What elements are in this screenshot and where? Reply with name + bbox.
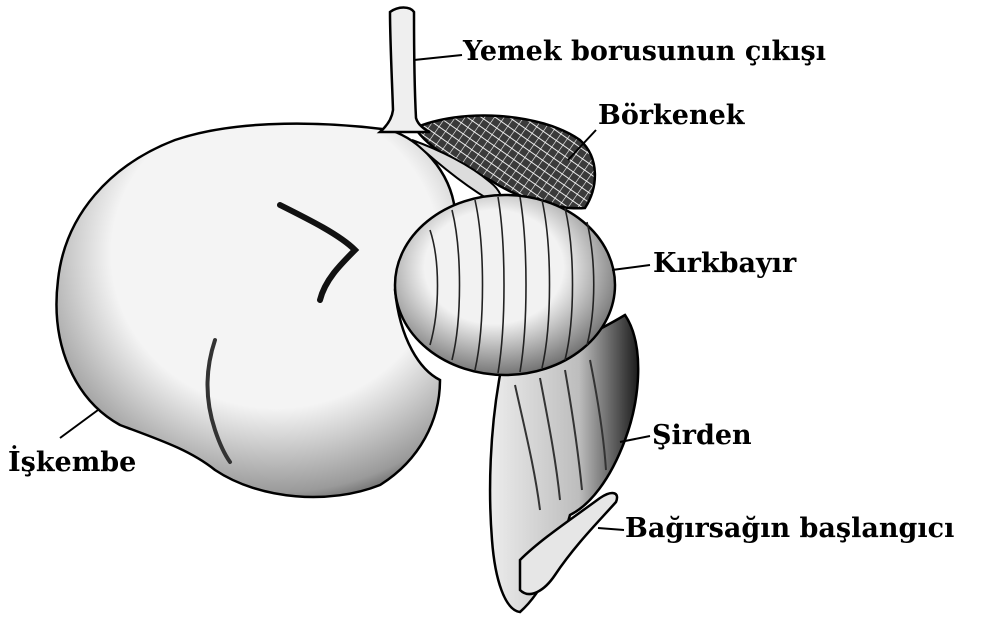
leader-esophagus xyxy=(414,55,462,60)
leader-rumen xyxy=(60,410,98,438)
omasum-label: Kırkbayır xyxy=(653,250,796,277)
intestine-start-label: Bağırsağın başlangıcı xyxy=(625,515,954,542)
rumen-label: İşkembe xyxy=(8,449,136,476)
leader-intestine xyxy=(598,528,624,530)
leader-omasum xyxy=(612,265,650,270)
esophagus-exit-label: Yemek borusunun çıkışı xyxy=(463,38,826,65)
abomasum-label: Şirden xyxy=(652,422,752,449)
reticulum-label: Börkenek xyxy=(598,102,744,129)
omasum-shape xyxy=(395,195,615,375)
rumen-shape xyxy=(57,124,455,497)
esophagus-shape xyxy=(380,8,430,133)
